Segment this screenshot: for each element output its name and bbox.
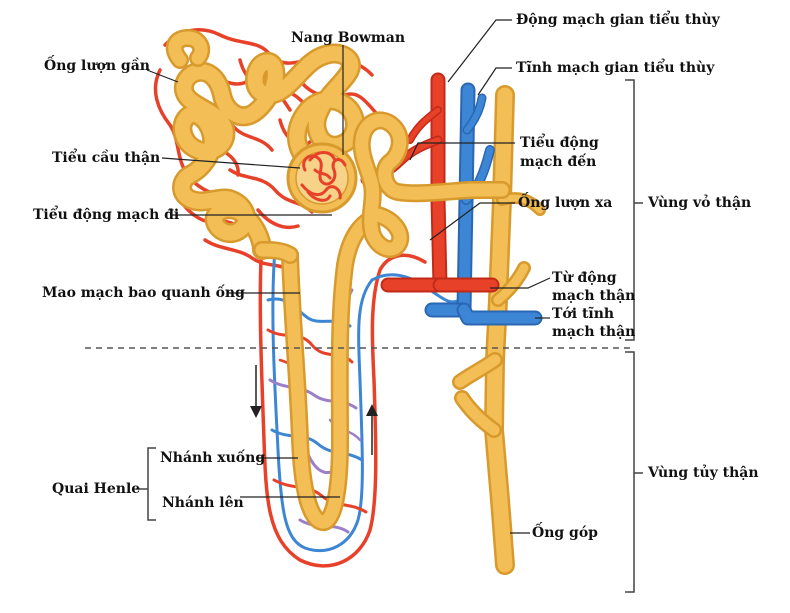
label-vung-vo-than: Vùng vỏ thận bbox=[647, 194, 751, 211]
label-ong-gop: Ống góp bbox=[532, 521, 598, 541]
label-dong-mach-gian-tieu-thuy: Động mạch gian tiểu thùy bbox=[516, 10, 721, 28]
henle-bracket bbox=[136, 447, 156, 521]
label-toi-tinh-mach-than-line2: mạch thận bbox=[552, 324, 635, 340]
distal-convoluted-tubule bbox=[352, 111, 511, 258]
label-quai-henle: Quai Henle bbox=[52, 481, 140, 497]
leader-lines bbox=[146, 19, 551, 534]
label-tieu-dong-mach-den-line1: Tiểu động bbox=[520, 133, 599, 151]
label-toi-tinh-mach-than-line1: Tới tĩnh bbox=[552, 305, 614, 322]
label-ong-luon-gan: Ống lượn gần bbox=[44, 54, 150, 74]
label-tieu-dong-mach-den-line2: mạch đến bbox=[520, 152, 596, 170]
glomerulus bbox=[300, 151, 347, 202]
proximal-convoluted-tubule bbox=[165, 29, 365, 260]
collecting-duct bbox=[452, 85, 546, 575]
label-nhanh-xuong: Nhánh xuống bbox=[160, 448, 265, 466]
label-nhanh-len: Nhánh lên bbox=[162, 495, 244, 511]
flow-arrows bbox=[250, 365, 378, 455]
label-mao-mach-bao-quanh-ong: Mao mạch bao quanh ống bbox=[42, 283, 245, 301]
label-tinh-mach-gian-tieu-thuy: Tĩnh mạch gian tiểu thùy bbox=[516, 58, 715, 76]
labels: Ống lượn gần Nang Bowman Động mạch gian … bbox=[33, 10, 759, 541]
loop-of-henle bbox=[253, 206, 387, 531]
label-tieu-cau-than: Tiểu cầu thận bbox=[52, 148, 160, 166]
cortex-bracket bbox=[625, 79, 643, 341]
label-vung-tuy-than: Vùng tủy thận bbox=[647, 464, 759, 481]
medulla-bracket bbox=[625, 351, 643, 593]
label-ong-luon-xa: Ống lượn xa bbox=[518, 191, 612, 211]
label-tu-dong-mach-than-line1: Từ động bbox=[552, 270, 617, 286]
label-nang-bowman: Nang Bowman bbox=[291, 30, 405, 46]
label-tu-dong-mach-than-line2: mạch thận bbox=[552, 288, 635, 304]
nephron-tubule bbox=[165, 29, 511, 531]
label-tieu-dong-mach-di: Tiểu động mạch đi bbox=[33, 205, 179, 223]
